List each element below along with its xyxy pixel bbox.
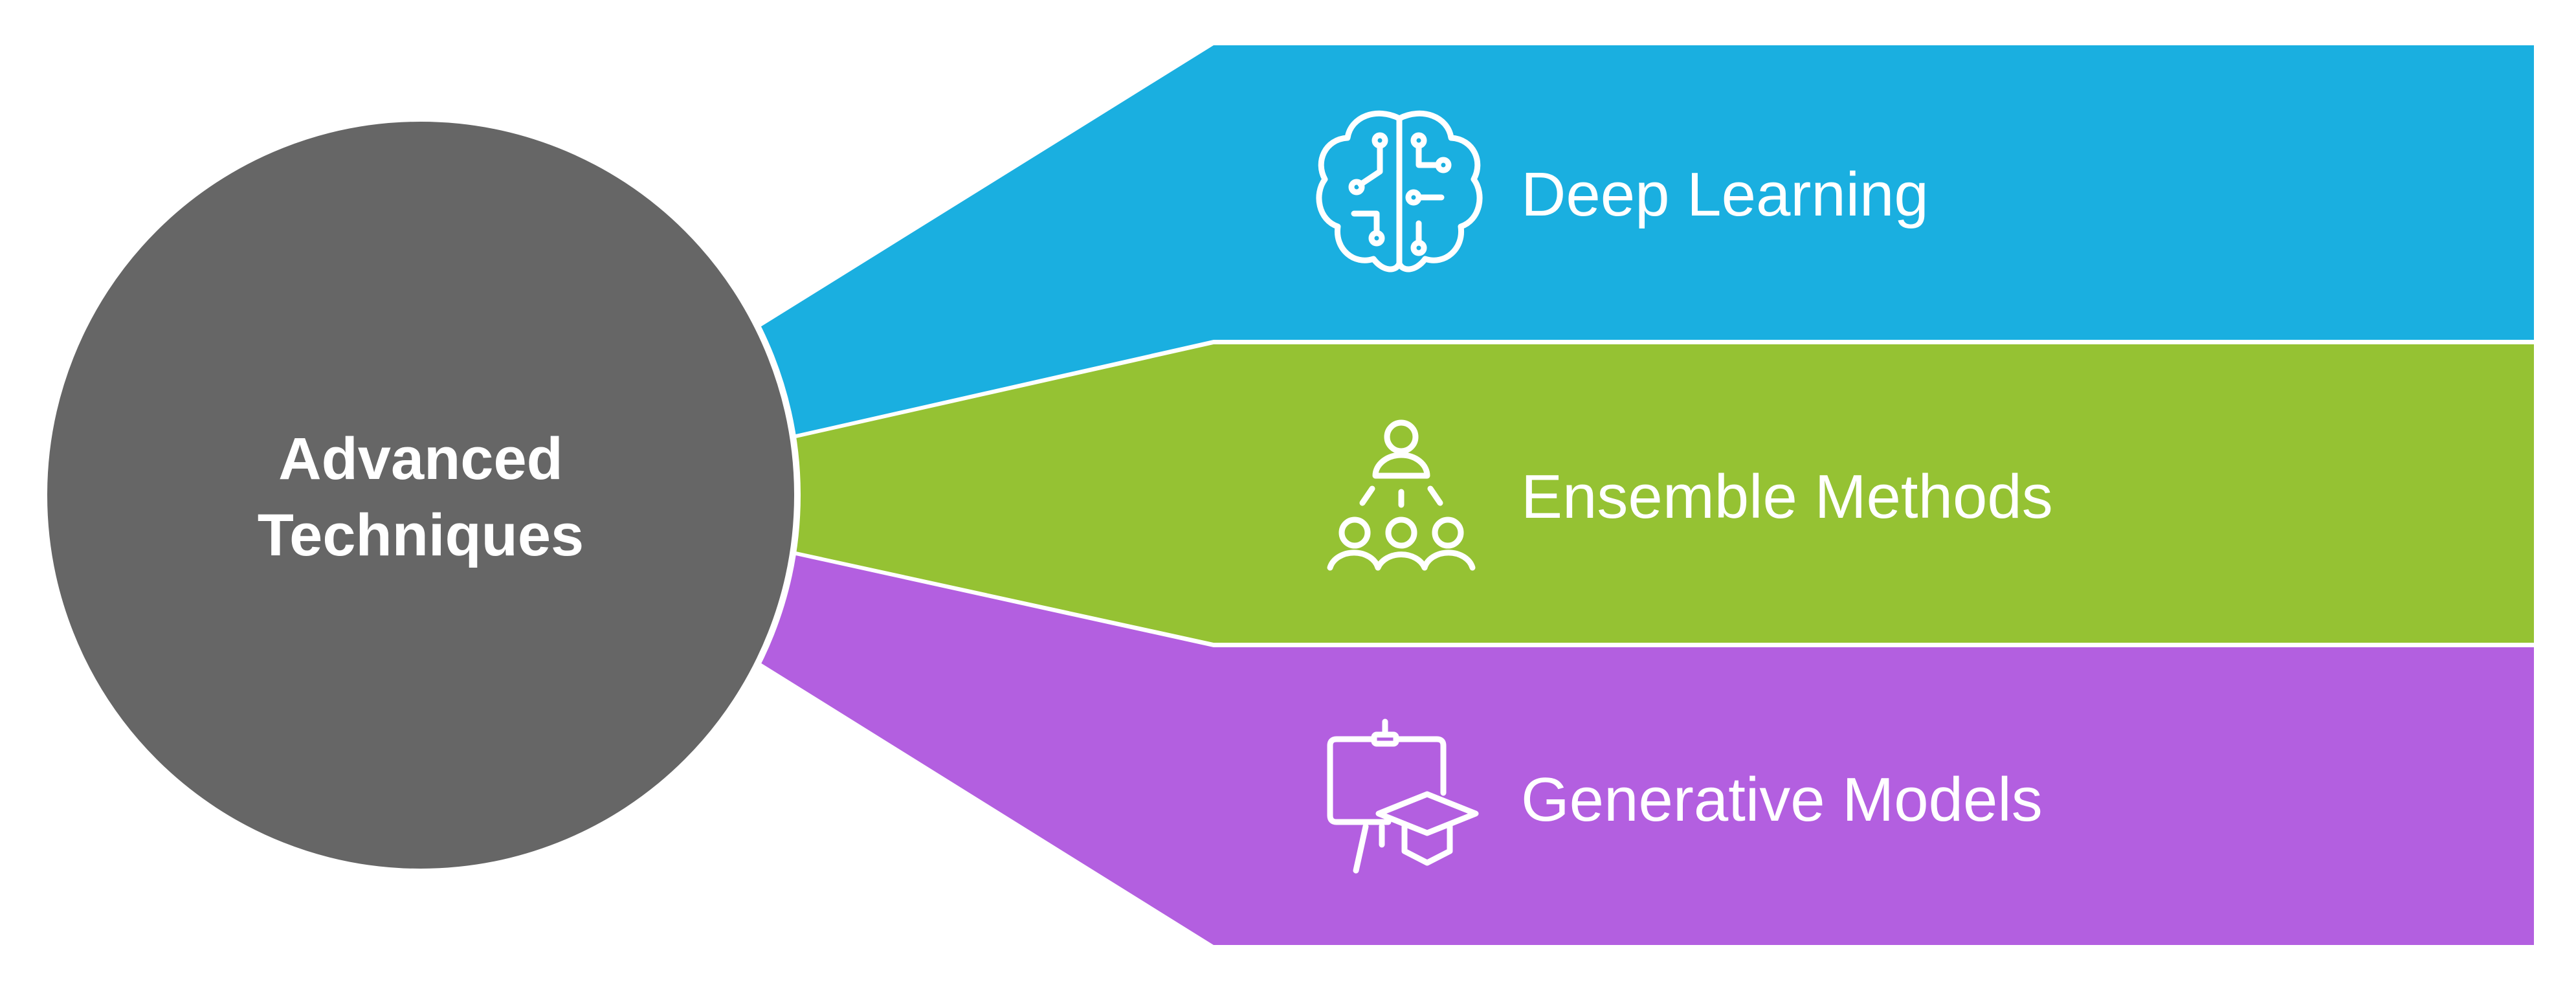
hub-label-line-1: Advanced bbox=[278, 426, 563, 492]
hub-circle bbox=[41, 115, 801, 875]
brain-circuit-icon bbox=[1316, 110, 1483, 272]
branch-label-generative-models: Generative Models bbox=[1521, 765, 2043, 834]
branch-band-deep-learning bbox=[761, 45, 2534, 435]
board-graduation-cap-icon bbox=[1327, 718, 1479, 874]
branch-band-generative-models bbox=[761, 555, 2534, 945]
branch-label-deep-learning: Deep Learning bbox=[1521, 160, 1929, 229]
branch-band-ensemble-methods bbox=[793, 344, 2534, 643]
group-hierarchy-icon bbox=[1327, 419, 1476, 571]
branch-ensemble-methods bbox=[793, 344, 2534, 643]
branch-deep-learning bbox=[761, 45, 2534, 435]
hub-label-line-2: Techniques bbox=[258, 502, 584, 568]
branch-label-ensemble-methods: Ensemble Methods bbox=[1521, 462, 2053, 531]
branch-generative-models bbox=[761, 555, 2534, 945]
